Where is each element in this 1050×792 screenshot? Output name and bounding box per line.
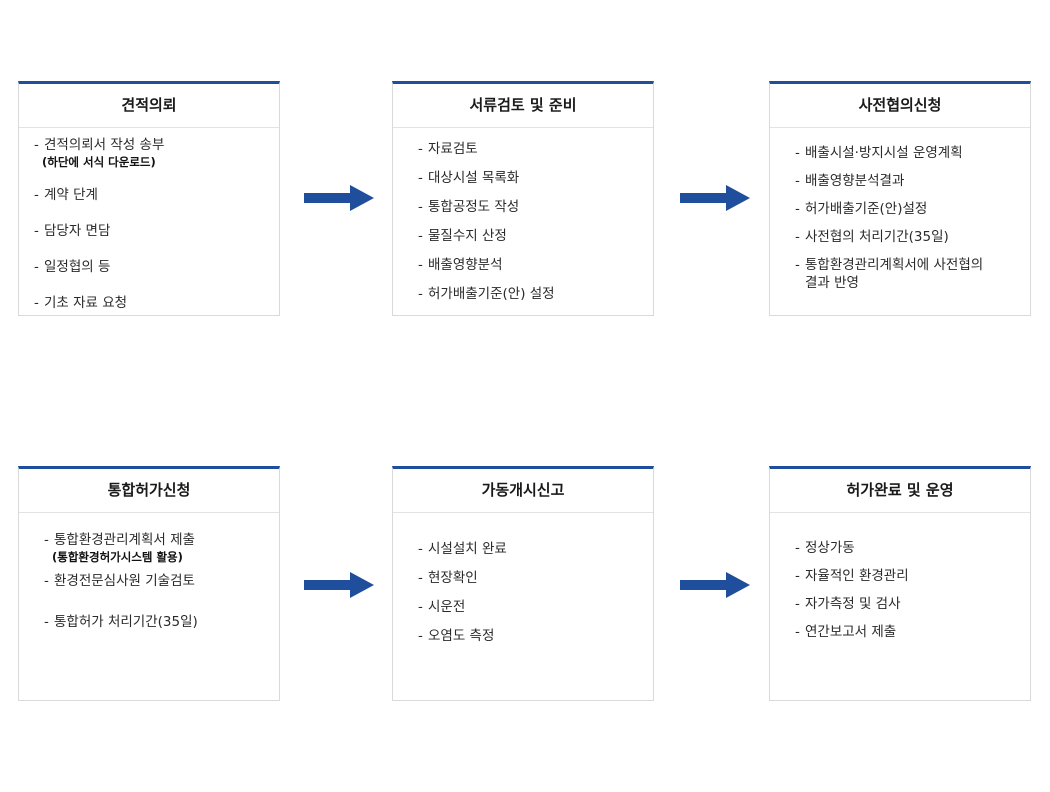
step-card-2: 서류검토 및 준비 - 자료검토 - 대상시설 목록화 - 통합공정도 작성 -… xyxy=(392,81,654,316)
list-item: - 자율적인 환경관리 xyxy=(795,568,909,584)
list-item: - 사전협의 처리기간(35일) xyxy=(795,229,949,245)
list-item: - 견적의뢰서 작성 송부 (하단에 서식 다운로드) xyxy=(34,137,165,169)
list-item: - 허가배출기준(안) 설정 xyxy=(418,286,555,302)
step-items: - 견적의뢰서 작성 송부 (하단에 서식 다운로드) - 계약 단계 - 담당… xyxy=(19,136,279,312)
list-item: - 통합공정도 작성 xyxy=(418,199,520,215)
arrow-right-icon xyxy=(304,572,374,598)
list-item: - 자가측정 및 검사 xyxy=(795,596,901,612)
list-item: - 대상시설 목록화 xyxy=(418,170,520,186)
list-item: - 물질수지 산정 xyxy=(418,228,507,244)
list-item: - 허가배출기준(안)설정 xyxy=(795,201,928,217)
list-item: - 계약 단계 xyxy=(34,187,98,203)
step-card-5: 가동개시신고 - 시설설치 완료 - 현장확인 - 시운전 - 오염도 측정 xyxy=(392,466,654,701)
step-items: - 배출시설·방지시설 운영계획 - 배출영향분석결과 - 허가배출기준(안)설… xyxy=(770,144,1030,292)
step-card-6: 허가완료 및 운영 - 정상가동 - 자율적인 환경관리 - 자가측정 및 검사… xyxy=(769,466,1031,701)
step-title: 사전협의신청 xyxy=(770,84,1030,128)
step-items: - 시설설치 완료 - 현장확인 - 시운전 - 오염도 측정 xyxy=(393,540,653,645)
list-item: - 현장확인 xyxy=(418,570,478,586)
step-card-3: 사전협의신청 - 배출시설·방지시설 운영계획 - 배출영향분석결과 - 허가배… xyxy=(769,81,1031,316)
arrow-right-icon xyxy=(680,185,750,211)
list-item: - 일정협의 등 xyxy=(34,259,111,275)
list-item: - 환경전문심사원 기술검토 xyxy=(44,573,195,589)
list-item: - 배출영향분석 xyxy=(418,257,503,273)
arrow-right-icon xyxy=(680,572,750,598)
step-card-4: 통합허가신청 - 통합환경관리계획서 제출 (통합환경허가시스템 활용) - 환… xyxy=(18,466,280,701)
list-item: - 통합환경관리계획서에 사전협의 결과 반영 xyxy=(795,257,984,291)
list-item: - 시운전 xyxy=(418,599,466,615)
step-title: 가동개시신고 xyxy=(393,469,653,513)
list-item: - 시설설치 완료 xyxy=(418,541,507,557)
step-items: - 통합환경관리계획서 제출 (통합환경허가시스템 활용) - 환경전문심사원 … xyxy=(19,531,279,631)
step-title: 통합허가신청 xyxy=(19,469,279,513)
list-item: - 정상가동 xyxy=(795,540,855,556)
list-item: - 담당자 면담 xyxy=(34,223,111,239)
step-items: - 정상가동 - 자율적인 환경관리 - 자가측정 및 검사 - 연간보고서 제… xyxy=(770,539,1030,641)
step-items: - 자료검토 - 대상시설 목록화 - 통합공정도 작성 - 물질수지 산정 -… xyxy=(393,140,653,303)
step-card-1: 견적의뢰 - 견적의뢰서 작성 송부 (하단에 서식 다운로드) - 계약 단계… xyxy=(18,81,280,316)
list-item: - 통합허가 처리기간(35일) xyxy=(44,614,198,630)
list-item: - 통합환경관리계획서 제출 (통합환경허가시스템 활용) xyxy=(44,532,195,564)
step-title: 서류검토 및 준비 xyxy=(393,84,653,128)
list-item: - 자료검토 xyxy=(418,141,478,157)
list-item: - 오염도 측정 xyxy=(418,628,495,644)
list-item: - 배출시설·방지시설 운영계획 xyxy=(795,145,963,161)
list-item: - 연간보고서 제출 xyxy=(795,624,897,640)
arrow-right-icon xyxy=(304,185,374,211)
step-title: 견적의뢰 xyxy=(19,84,279,128)
step-title: 허가완료 및 운영 xyxy=(770,469,1030,513)
list-item: - 배출영향분석결과 xyxy=(795,173,905,189)
list-item: - 기초 자료 요청 xyxy=(34,295,128,311)
